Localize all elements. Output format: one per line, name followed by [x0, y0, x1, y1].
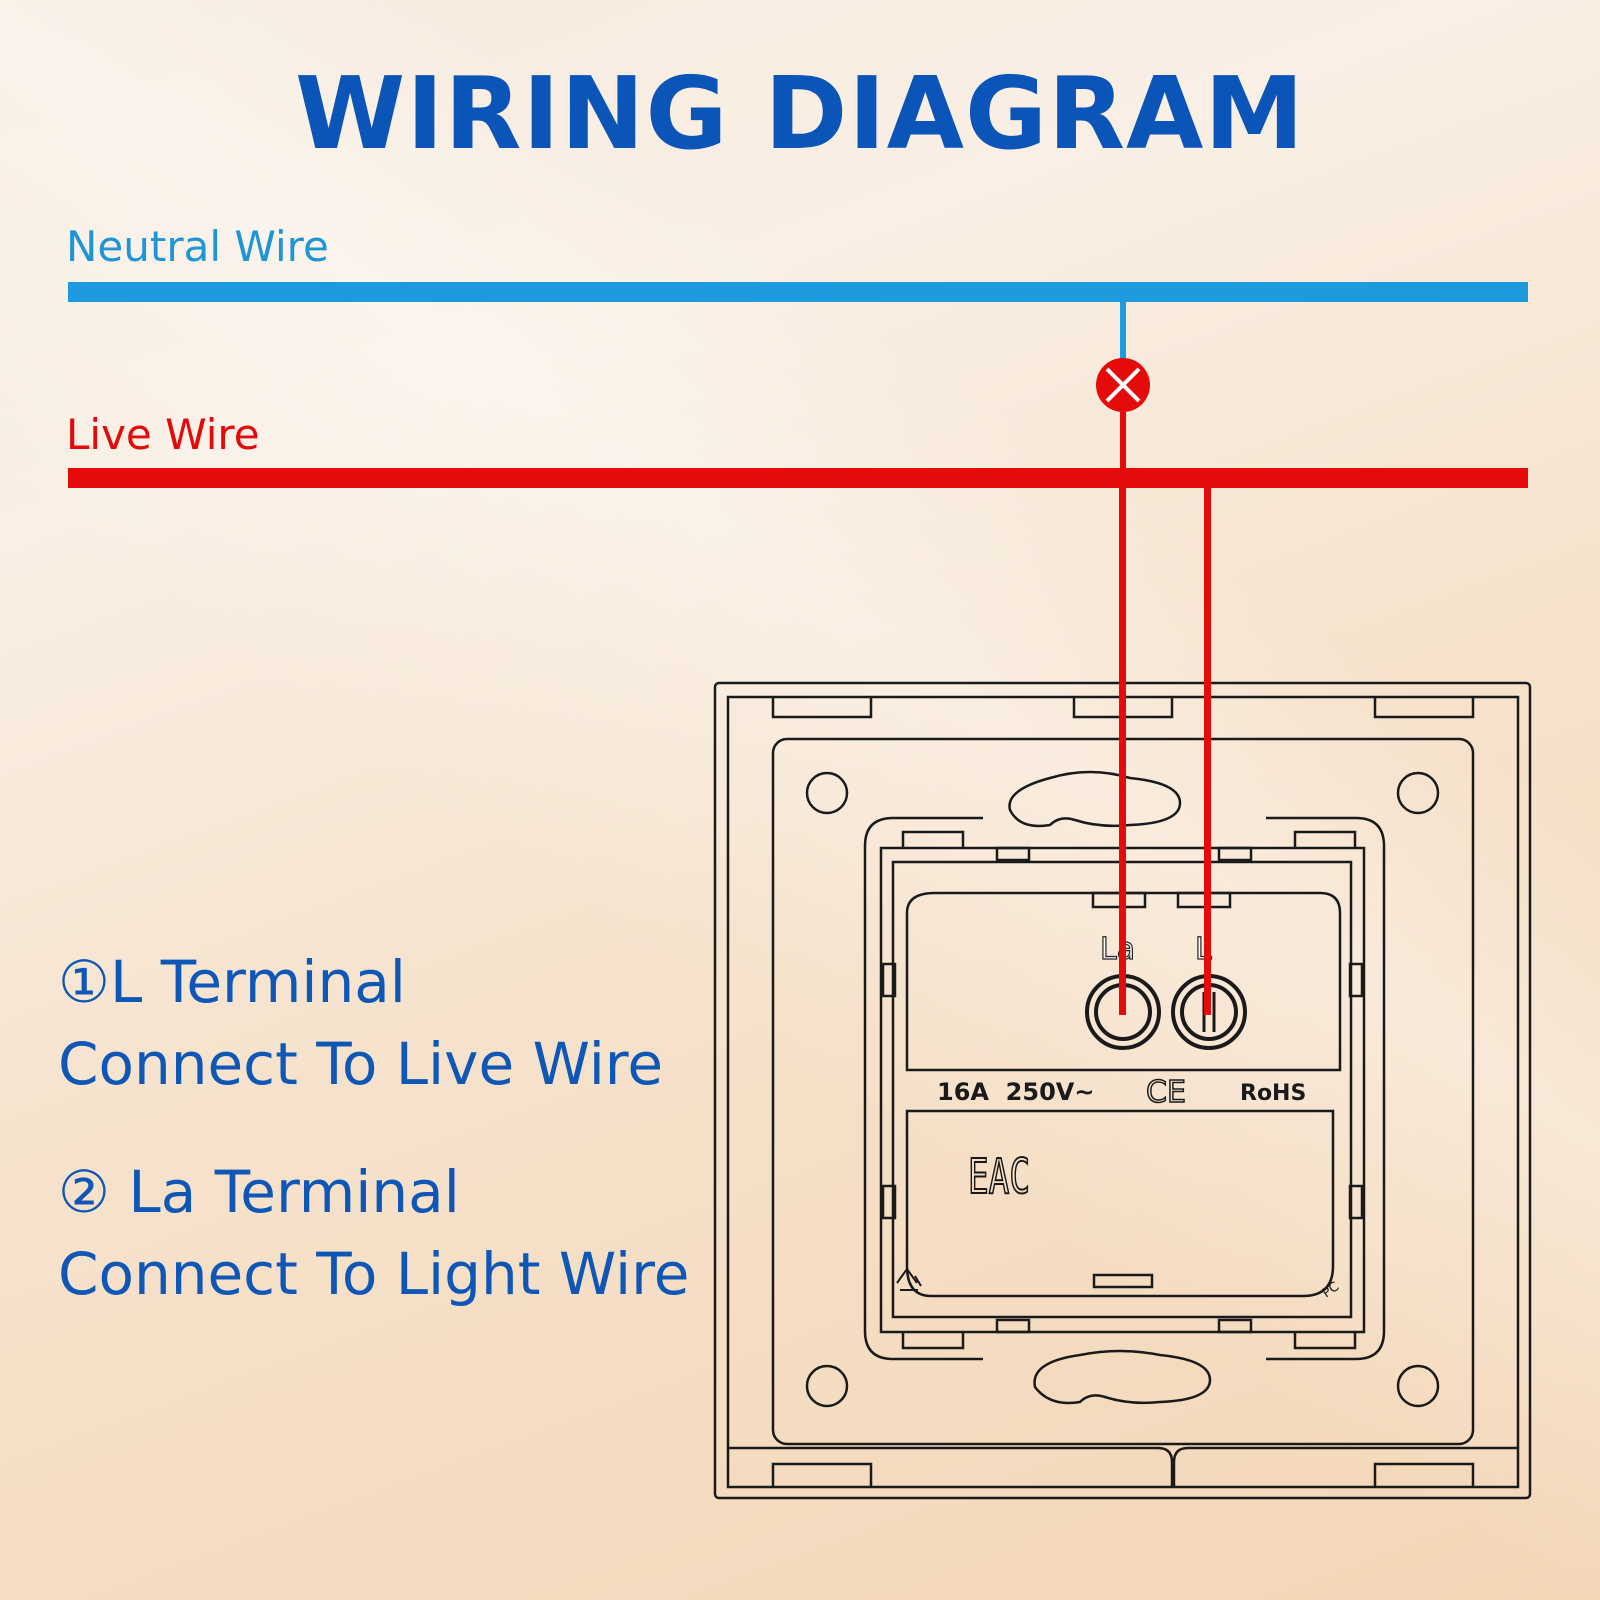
lower-body	[905, 1109, 1335, 1298]
module-frame	[863, 816, 1386, 1361]
clip-r1	[1348, 962, 1364, 998]
clip-r2	[1348, 1184, 1364, 1220]
legend-l-terminal: ①L Terminal	[58, 948, 406, 1016]
neutral-wire-label: Neutral Wire	[66, 222, 329, 271]
clip-l1	[881, 962, 897, 998]
module-notch-1	[995, 846, 1031, 862]
bottom-slot	[1033, 1349, 1212, 1405]
terminal-la-label: La	[1100, 932, 1135, 967]
legend-l-terminal-desc: Connect To Live Wire	[58, 1030, 664, 1098]
neutral-bus	[68, 282, 1528, 302]
lamp-icon	[1096, 358, 1150, 412]
module-clip-tr	[1293, 830, 1357, 848]
eac-mark: EAC	[968, 1149, 1030, 1205]
screw-hole-tl	[805, 771, 849, 815]
legend-la-terminal: ② La Terminal	[58, 1158, 460, 1226]
lower-tab	[1092, 1273, 1154, 1289]
module-clip-bl	[901, 1332, 965, 1350]
top-slot	[1008, 770, 1182, 828]
bottom-edge-right	[1172, 1446, 1518, 1487]
rohs-label: RoHS	[1240, 1081, 1306, 1106]
diagram-title: WIRING DIAGRAM	[295, 55, 1305, 172]
bottom-tab-right	[1373, 1462, 1475, 1487]
live-wire-label: Live Wire	[66, 410, 260, 459]
module-clip-tl	[901, 830, 965, 848]
pc-mark: PC	[1320, 1279, 1342, 1301]
screw-hole-br	[1396, 1364, 1440, 1408]
lamp-cross-b	[1105, 367, 1141, 403]
bottom-edge-left	[728, 1446, 1174, 1487]
la-terminal-wire	[1119, 470, 1126, 1015]
top-tab-right	[1373, 697, 1475, 719]
screw-hole-tr	[1396, 771, 1440, 815]
live-wire	[68, 412, 1528, 1015]
terminal-block	[905, 891, 1342, 1072]
module-notch-3	[995, 1318, 1031, 1334]
screw-hole-bl	[805, 1364, 849, 1408]
module-clip-br	[1293, 1332, 1357, 1350]
rating-label: 16A 250V~	[937, 1078, 1094, 1106]
top-tab-left	[771, 697, 873, 719]
ce-mark: CE	[1146, 1075, 1186, 1110]
neutral-wire	[68, 282, 1528, 360]
live-bus	[68, 468, 1528, 488]
l-terminal-wire	[1204, 485, 1211, 1015]
legend-la-terminal-desc: Connect To Light Wire	[58, 1240, 690, 1308]
module-notch-4	[1217, 1318, 1253, 1334]
module-notch-2	[1217, 846, 1253, 862]
clip-l2	[881, 1184, 897, 1220]
neutral-drop	[1120, 300, 1126, 360]
bottom-tab-left	[771, 1462, 873, 1487]
recycle-icon	[896, 1267, 922, 1291]
lamp-to-live-drop	[1120, 412, 1126, 470]
